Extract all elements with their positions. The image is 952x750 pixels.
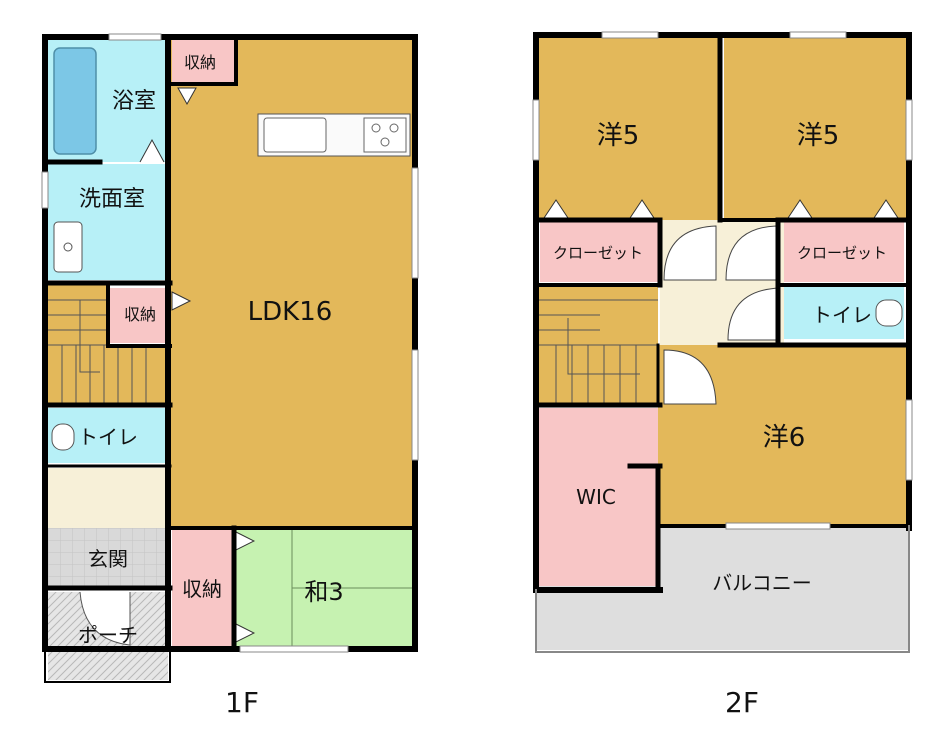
- room-label-western-right: 洋5: [797, 121, 840, 151]
- windows-2f: [532, 31, 913, 530]
- room-label-closet-right: クローゼット: [797, 244, 887, 262]
- door-swings-2f: [663, 225, 781, 405]
- room-label-toilet: トイレ: [78, 425, 138, 449]
- closet-right-fill: [784, 222, 904, 282]
- western-right-fill: [724, 38, 908, 220]
- porch-door: [79, 591, 131, 646]
- kitchen-sink: [263, 117, 327, 153]
- storage-japanese-fill: [172, 530, 232, 646]
- room-label-storage-stair: 収納: [124, 305, 156, 324]
- entrance-fill: [48, 528, 170, 588]
- walls-2f: [533, 32, 912, 653]
- stair-steps-1f: [48, 299, 147, 403]
- room-label-western-left: 洋5: [597, 121, 640, 151]
- room-label-japanese-room: 和3: [304, 578, 343, 606]
- storage-stair-fill: [110, 288, 170, 343]
- room-label-storage-top: 収納: [184, 53, 216, 72]
- closet-left-fill: [540, 222, 658, 282]
- room-label-western-6: 洋6: [763, 423, 806, 453]
- bathtub: [53, 47, 97, 155]
- room-label-closet-left: クローゼット: [553, 244, 643, 262]
- wic-fill: [538, 408, 658, 586]
- room-label-bath: 浴室: [112, 89, 156, 114]
- room-label-balcony: バルコニー: [712, 571, 812, 595]
- floor-2f: 洋5 洋5 クローゼット クローゼット トイレ 洋6 WIC バルコニー 2F: [532, 31, 913, 719]
- storage-top-fill: [172, 40, 234, 82]
- toilet-fixture-1f: [51, 423, 75, 451]
- stair-steps-2f: [538, 299, 658, 405]
- sink: [53, 221, 83, 273]
- door-marker: [177, 87, 197, 106]
- room-label-entrance: 玄関: [88, 547, 128, 571]
- hallway-fill: [48, 468, 170, 528]
- room-label-porch: ポーチ: [78, 623, 138, 647]
- walls-1f: [42, 34, 418, 683]
- room-label-wic: WIC: [576, 485, 616, 509]
- western-left-fill: [538, 38, 718, 220]
- room-label-storage-japanese: 収納: [182, 577, 222, 601]
- room-label-ldk: LDK16: [248, 297, 333, 327]
- sink-drain: [63, 242, 73, 252]
- bath-door: [139, 138, 165, 163]
- stair-lower-fill: [48, 345, 170, 403]
- floor-label-1f: 1F: [225, 686, 259, 719]
- stove-icon: [363, 117, 407, 153]
- floor-label-2f: 2F: [725, 686, 759, 719]
- room-label-toilet-2f: トイレ: [812, 303, 872, 327]
- ldk-fill: [170, 40, 412, 528]
- room-label-washroom: 洗面室: [79, 187, 145, 212]
- windows-1f: [41, 33, 419, 653]
- door-marker: [171, 291, 192, 311]
- toilet-fixture-2f: [875, 299, 903, 327]
- floor-1f: 浴室 洗面室 収納 LDK16 収納 トイレ 玄関 収納 和3 ポーチ 1F: [41, 33, 419, 719]
- tatami-lines: [291, 530, 412, 646]
